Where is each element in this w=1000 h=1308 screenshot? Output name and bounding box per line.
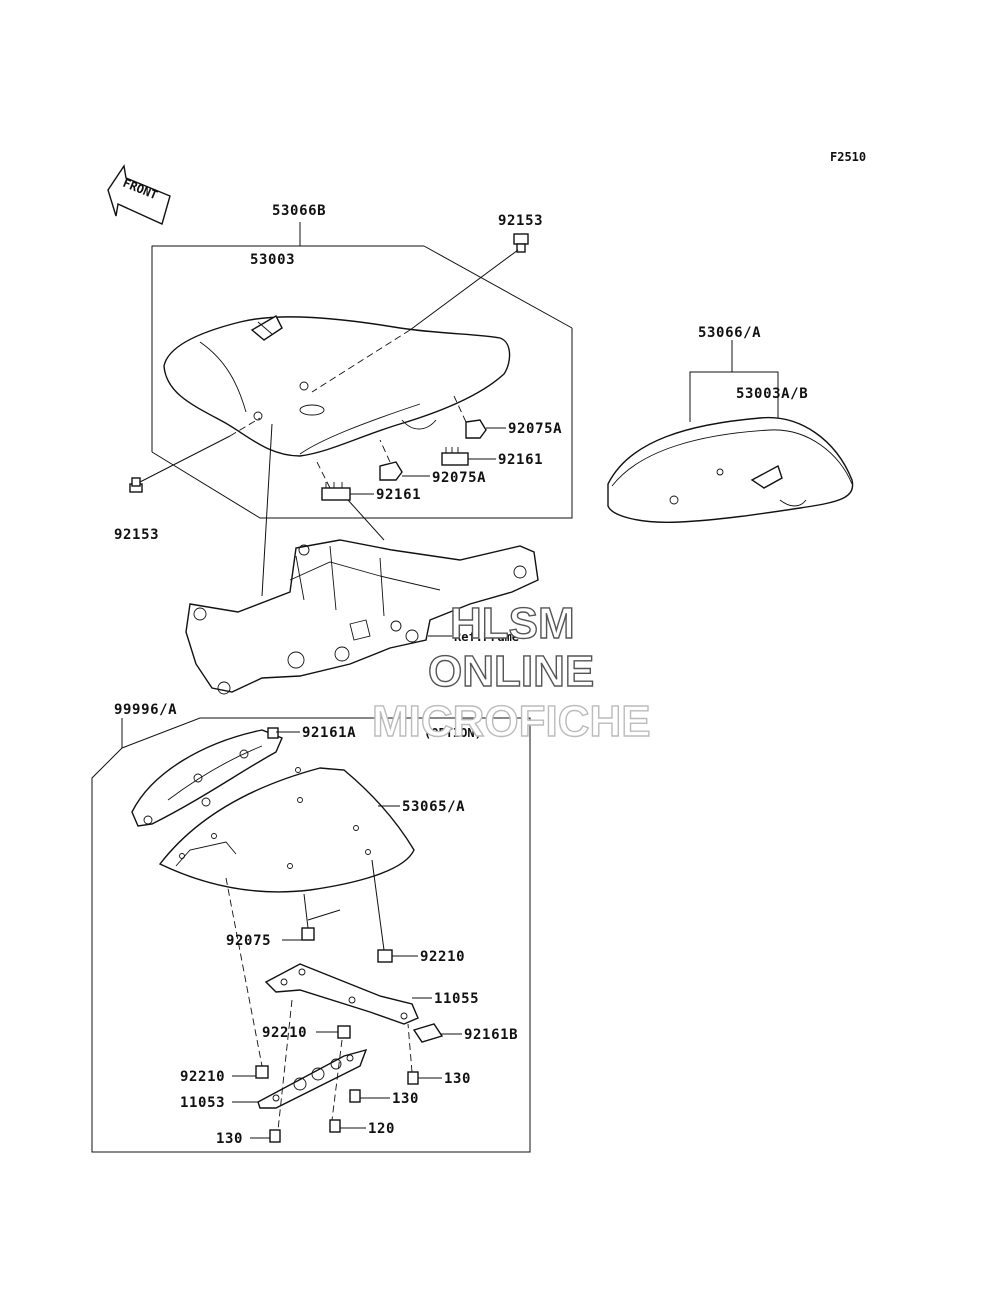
option-assembly-group <box>91 717 531 1153</box>
clip-92161-2 <box>321 482 351 501</box>
label-92153-top: 92153 <box>498 213 543 229</box>
label-92210-1: 92210 <box>420 949 465 965</box>
bumper-92075A-2 <box>379 461 403 481</box>
label-53003AB: 53003A/B <box>736 386 808 402</box>
nut-92210-1 <box>377 949 393 963</box>
pad-92161B <box>412 1023 444 1043</box>
bumper-92075A-1 <box>465 419 487 439</box>
label-92161-2: 92161 <box>376 487 421 503</box>
label-92210-3: 92210 <box>180 1069 225 1085</box>
label-92075: 92075 <box>226 933 271 949</box>
label-92153-left: 92153 <box>114 527 159 543</box>
bolt-130-3 <box>269 1129 281 1143</box>
label-53066A: 53066/A <box>698 325 761 341</box>
label-130-2: 130 <box>392 1091 419 1107</box>
label-120: 120 <box>368 1121 395 1137</box>
label-130-3: 130 <box>216 1131 243 1147</box>
bumper-92075 <box>301 927 315 941</box>
label-92075A-1: 92075A <box>508 421 562 437</box>
seat-53066A-group <box>607 340 854 524</box>
label-92210-2: 92210 <box>262 1025 307 1041</box>
label-92161-1: 92161 <box>498 452 543 468</box>
watermark-line2: ONLINE <box>428 647 594 696</box>
watermark-line3: MICROFICHE <box>372 697 651 746</box>
label-92075A-2: 92075A <box>432 470 486 486</box>
watermark: HLSM ONLINE MICROFICHE <box>371 598 651 746</box>
nut-92210-3 <box>255 1065 269 1079</box>
bolt-92153-top <box>513 233 529 253</box>
bolt-92153-left <box>129 477 143 493</box>
bracket-11055 <box>264 963 419 1025</box>
cover-53065A <box>158 767 415 893</box>
label-92161A: 92161A <box>302 725 356 741</box>
cowl-99996A <box>131 727 283 827</box>
clip-92161-1 <box>441 447 469 466</box>
frame-reference: Ref.Frame <box>185 539 539 695</box>
bolt-130-1 <box>407 1071 419 1085</box>
figure-code: F2510 <box>830 150 866 164</box>
label-11055: 11055 <box>434 991 479 1007</box>
front-arrow-icon: FRONT <box>107 164 171 225</box>
label-11053: 11053 <box>180 1095 225 1111</box>
ref-frame-label: Ref.Frame <box>454 630 519 644</box>
seat-assembly-group <box>129 222 573 597</box>
label-53065A: 53065/A <box>402 799 465 815</box>
label-130-1: 130 <box>444 1071 471 1087</box>
option-label: (OPTION) <box>424 726 482 740</box>
label-92161B: 92161B <box>464 1027 518 1043</box>
nut-92210-2 <box>337 1025 351 1039</box>
bolt-130-2 <box>349 1089 361 1103</box>
bolt-120 <box>329 1119 341 1133</box>
watermark-line1: HLSM <box>450 599 575 648</box>
label-53003: 53003 <box>250 252 295 268</box>
label-53066B: 53066B <box>272 203 326 219</box>
seat-53003 <box>163 315 511 457</box>
label-99996A: 99996/A <box>114 702 177 718</box>
